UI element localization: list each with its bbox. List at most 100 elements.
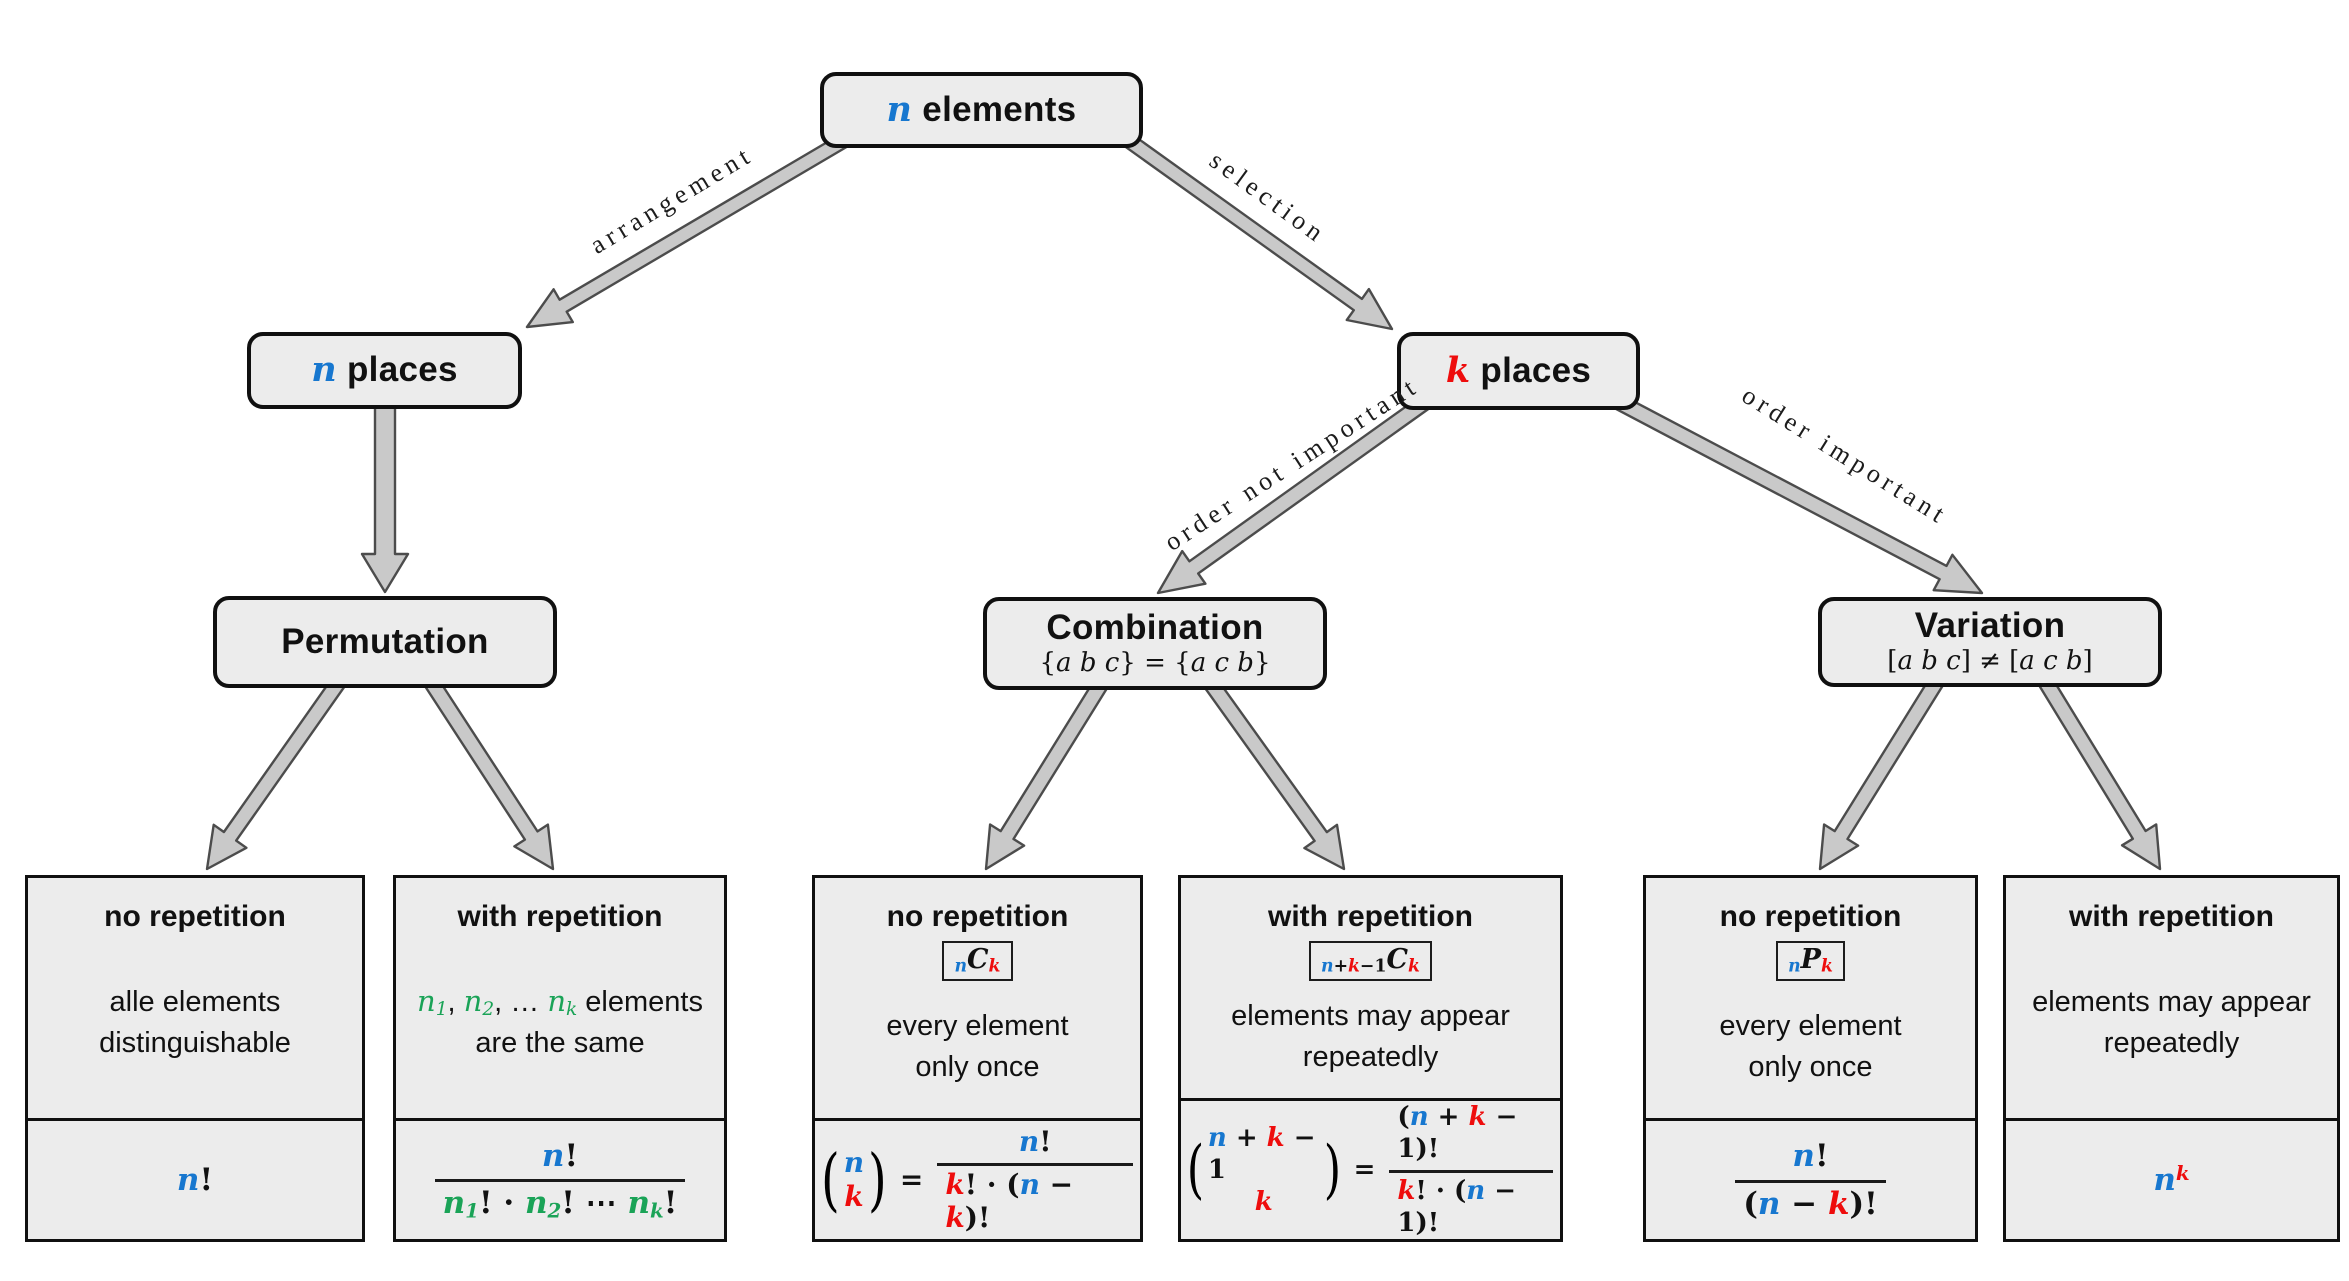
formula-symbol-badge: nPk [1776, 941, 1845, 982]
fraction: n!n1! · n2! ⋯ nk! [434, 1137, 686, 1223]
leaf-description: elements may appear repeatedly [2032, 933, 2311, 1118]
math-token: k [1468, 1102, 1487, 1133]
math-token: n [1792, 1138, 1815, 1175]
leaf-formula: n!n1! · n2! ⋯ nk! [396, 1121, 724, 1239]
math-token: nk [547, 984, 578, 1021]
math-token: ⋯ [574, 1185, 628, 1221]
math-token: · [492, 1185, 525, 1221]
math-token: ! · ( [964, 1167, 1020, 1201]
math-token: places [1470, 350, 1592, 390]
math-token: every element [886, 1010, 1069, 1043]
leaf-title: no repetition [1719, 900, 1902, 933]
math-token: P [1800, 944, 1821, 975]
math-token: ! [561, 1185, 575, 1221]
math-token: k [844, 1180, 864, 1213]
arrow [1156, 392, 1434, 595]
arrow [984, 676, 1110, 871]
math-token: a c b [2019, 646, 2083, 677]
math-token: C [967, 944, 989, 975]
arrow [1818, 673, 1946, 871]
leaf-title: with repetition [1268, 900, 1473, 933]
math-token: every element [1719, 1010, 1902, 1043]
math-token: k [1266, 1122, 1285, 1153]
leaf-title: with repetition [457, 900, 663, 933]
math-token: ( [1397, 1102, 1410, 1133]
math-token: − [1780, 1185, 1828, 1222]
node-k-places: k places [1397, 332, 1640, 410]
arrow [205, 674, 348, 871]
arrow [1610, 392, 1984, 595]
math-token: } [1253, 647, 1271, 678]
node-title: n elements [886, 88, 1077, 130]
math-token: are the same [475, 1027, 645, 1060]
math-token: = [1353, 1155, 1376, 1186]
math-token: n [1019, 1167, 1040, 1201]
math-token: [ [1887, 646, 1898, 677]
math-token: n [843, 1146, 865, 1180]
formula-tokens: n! [177, 1161, 213, 1199]
math-token: n [1409, 1102, 1429, 1133]
formula-tokens: = [900, 1163, 923, 1197]
math-token: a c b [1190, 647, 1254, 678]
node-title: Variation [1915, 608, 2066, 645]
node-subtitle: [a b c] ≠ [a c b] [1887, 648, 2092, 675]
arrow [1202, 676, 1346, 871]
math-token: { [1039, 647, 1057, 678]
math-token: n [311, 349, 337, 391]
math-token: Variation [1914, 606, 2066, 646]
math-token: ] ≠ [ [1960, 646, 2020, 677]
node-n-elements: n elements [820, 72, 1143, 148]
fraction: n!(n − k)! [1735, 1137, 1886, 1222]
math-token: Permutation [281, 621, 489, 661]
fraction: n!k! · (n − k)! [937, 1125, 1133, 1235]
node-permutation: Permutation [213, 596, 557, 688]
math-token: + [1226, 1122, 1267, 1153]
leaf-formula: n!(n − k)! [1646, 1121, 1975, 1239]
math-token: k [1828, 1185, 1850, 1222]
node-subtitle: {a b c} = {a c b} [1039, 647, 1271, 678]
math-token: repeatedly [1302, 1040, 1439, 1073]
arrow [360, 398, 410, 594]
node-title: Permutation [281, 621, 489, 661]
math-token: ! · ( [1415, 1175, 1467, 1206]
math-token: elements may appear [2032, 985, 2311, 1018]
math-token: − 1)! [1397, 1175, 1517, 1238]
math-token: ! [478, 1185, 493, 1221]
math-token: n [954, 956, 968, 977]
node-n-places: n places [247, 332, 522, 409]
math-token: n [1788, 956, 1801, 977]
math-token: repeatedly [2103, 1026, 2240, 1059]
leaf-title: no repetition [886, 900, 1069, 933]
math-token: nk [627, 1185, 664, 1223]
node-title: n places [311, 349, 458, 391]
math-token: n [886, 88, 913, 130]
math-token: k [1348, 956, 1361, 977]
math-token: n2 [524, 1185, 562, 1223]
math-token: k [1820, 956, 1833, 977]
math-token: ! [1039, 1125, 1052, 1159]
math-token: Combination [1046, 607, 1264, 647]
math-token: − 1)! [1397, 1102, 1518, 1165]
math-token: − [1039, 1167, 1074, 1201]
math-token: nk [2153, 1161, 2190, 1198]
math-token: n1 [417, 984, 448, 1021]
math-token: n [1757, 1185, 1781, 1222]
arrow [422, 674, 555, 871]
math-token: ] [2082, 646, 2093, 677]
math-token: } = { [1119, 647, 1191, 678]
math-token: only once [1748, 1050, 1873, 1083]
formula-symbol-badge: n+k−1Ck [1309, 941, 1432, 982]
math-token: elements may appear [1231, 1000, 1510, 1033]
